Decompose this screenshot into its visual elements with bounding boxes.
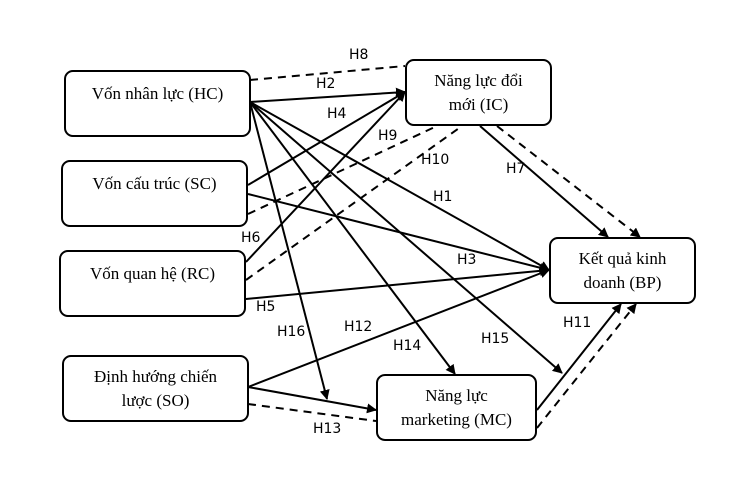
- node-label: Vốn quan hệ (RC): [89, 264, 216, 283]
- edge-h7m-ic-to-bp: [496, 125, 641, 238]
- edge-h4-sc-to-ic: [247, 91, 406, 186]
- edge-h15-hc-to-bp: [249, 101, 563, 374]
- edge-h14-hc-to-mc: [249, 101, 456, 375]
- node-business-performance: Kết quả kinh doanh (BP): [549, 237, 696, 304]
- edge-label-h15: H15: [481, 331, 510, 347]
- node-innovation-capability: Năng lực đổi mới (IC): [405, 59, 552, 126]
- edge-label-h10: H10: [421, 152, 450, 168]
- edge-label-h8: H8: [349, 47, 369, 63]
- edge-h5-rc-to-bp: [245, 265, 550, 300]
- edge-label-h5: H5: [256, 299, 276, 315]
- edge-h9-sc-to-ic: [247, 125, 438, 215]
- edge-h8-hc-to-ic: [249, 65, 406, 81]
- edge-h11m-mc-to-bp: [536, 303, 637, 429]
- edge-h2-hc-to-ic: [249, 87, 406, 103]
- node-strategic-orientation: Định hướng chiến lược (SO): [62, 355, 249, 422]
- edge-label-h7: H7: [506, 161, 526, 177]
- edge-h12-so-to-bp: [247, 268, 550, 388]
- edge-h13m-so-to-mc: [247, 403, 377, 422]
- edge-h7-ic-to-bp: [479, 125, 609, 238]
- node-label: Định hướng chiến lược (SO): [93, 366, 218, 410]
- node-label: Kết quả kinh doanh (BP): [578, 248, 667, 292]
- node-marketing-capability: Năng lực marketing (MC): [376, 374, 537, 441]
- edge-label-h11: H11: [563, 315, 592, 331]
- edge-h16-hc-to-mc: [249, 101, 330, 400]
- edge-h1-hc-to-bp: [249, 101, 550, 271]
- edge-label-h14: H14: [393, 338, 422, 354]
- edge-label-h4: H4: [327, 106, 347, 122]
- edge-label-h1: H1: [433, 189, 453, 205]
- edge-h11-mc-to-bp: [536, 303, 622, 411]
- node-relational-capital: Vốn quan hệ (RC): [59, 250, 246, 317]
- edge-label-h12: H12: [344, 319, 373, 335]
- edge-label-h3: H3: [457, 252, 477, 268]
- edge-h13-so-to-mc: [247, 386, 377, 414]
- node-label: Năng lực đổi mới (IC): [434, 70, 523, 114]
- node-label: Vốn nhân lực (HC): [91, 84, 224, 103]
- edge-label-h2: H2: [316, 76, 336, 92]
- edge-label-h13: H13: [313, 421, 342, 437]
- node-structural-capital: Vốn cấu trúc (SC): [61, 160, 248, 227]
- edge-label-h6: H6: [241, 230, 261, 246]
- node-label: Vốn cấu trúc (SC): [92, 174, 217, 193]
- edge-label-h9: H9: [378, 128, 398, 144]
- node-label: Năng lực marketing (MC): [401, 385, 512, 429]
- edge-label-h16: H16: [277, 324, 306, 340]
- edge-h10-rc-to-ic: [245, 125, 463, 281]
- node-human-capital: Vốn nhân lực (HC): [64, 70, 251, 137]
